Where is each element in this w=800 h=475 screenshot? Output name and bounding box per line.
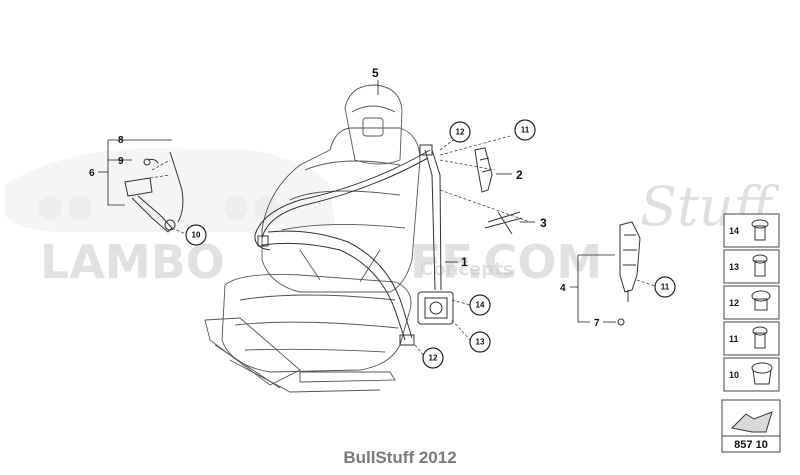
seat-belt-webbing bbox=[254, 144, 442, 346]
legend-num-10: 10 bbox=[729, 370, 739, 380]
belt-guide bbox=[474, 147, 493, 193]
nut-icon bbox=[751, 290, 771, 311]
cap-icon bbox=[751, 362, 773, 385]
callout-11-top: 11 bbox=[514, 119, 536, 141]
legend-num-14: 14 bbox=[729, 226, 739, 236]
svg-text:12: 12 bbox=[429, 354, 438, 363]
belt-retractor bbox=[417, 291, 454, 325]
legend-num-12: 12 bbox=[729, 298, 739, 308]
svg-text:12: 12 bbox=[456, 128, 465, 137]
callout-12-bottom: 12 bbox=[422, 347, 444, 369]
label-4: 4 bbox=[560, 283, 566, 294]
bolt-icon bbox=[752, 326, 768, 349]
svg-text:11: 11 bbox=[661, 283, 670, 292]
height-adjuster bbox=[617, 221, 641, 326]
callout-10: 10 bbox=[185, 224, 207, 246]
svg-text:11: 11 bbox=[521, 126, 530, 135]
bolt-icon bbox=[751, 219, 769, 241]
belt-clip bbox=[484, 211, 523, 235]
bolt-icon bbox=[752, 254, 768, 277]
legend-box-12 bbox=[723, 285, 780, 320]
belt-buckle bbox=[124, 151, 184, 233]
callout-14: 14 bbox=[469, 294, 491, 316]
arrow-icon bbox=[730, 411, 773, 433]
callout-11-right: 11 bbox=[654, 276, 676, 298]
label-1: 1 bbox=[461, 255, 468, 269]
legend-box-11 bbox=[723, 321, 780, 356]
label-2: 2 bbox=[516, 168, 523, 182]
label-7: 7 bbox=[594, 318, 600, 329]
fastener-legend: 14 13 12 11 10 bbox=[721, 213, 781, 453]
watermark-concepts: Concepts bbox=[420, 259, 513, 280]
label-8: 8 bbox=[118, 135, 124, 146]
legend-box-13 bbox=[723, 249, 780, 284]
svg-text:10: 10 bbox=[192, 231, 201, 240]
callout-12-top: 12 bbox=[449, 121, 471, 143]
legend-box-14 bbox=[723, 213, 780, 248]
legend-num-11: 11 bbox=[729, 334, 739, 344]
legend-box-10 bbox=[723, 357, 780, 392]
legend-num-13: 13 bbox=[729, 262, 739, 272]
label-3: 3 bbox=[540, 216, 547, 230]
footer-credit: BullStuff 2012 bbox=[343, 448, 457, 467]
diagram-id: 857 10 bbox=[734, 439, 768, 451]
label-6: 6 bbox=[89, 168, 95, 179]
seat-drawing bbox=[204, 84, 421, 393]
svg-text:14: 14 bbox=[476, 301, 485, 310]
label-5: 5 bbox=[372, 66, 379, 80]
callout-13: 13 bbox=[469, 331, 491, 353]
svg-text:13: 13 bbox=[476, 338, 485, 347]
watermark-brand-tail: FF.COM bbox=[410, 235, 602, 289]
watermark-car-icon bbox=[5, 148, 335, 233]
label-9: 9 bbox=[118, 156, 124, 167]
